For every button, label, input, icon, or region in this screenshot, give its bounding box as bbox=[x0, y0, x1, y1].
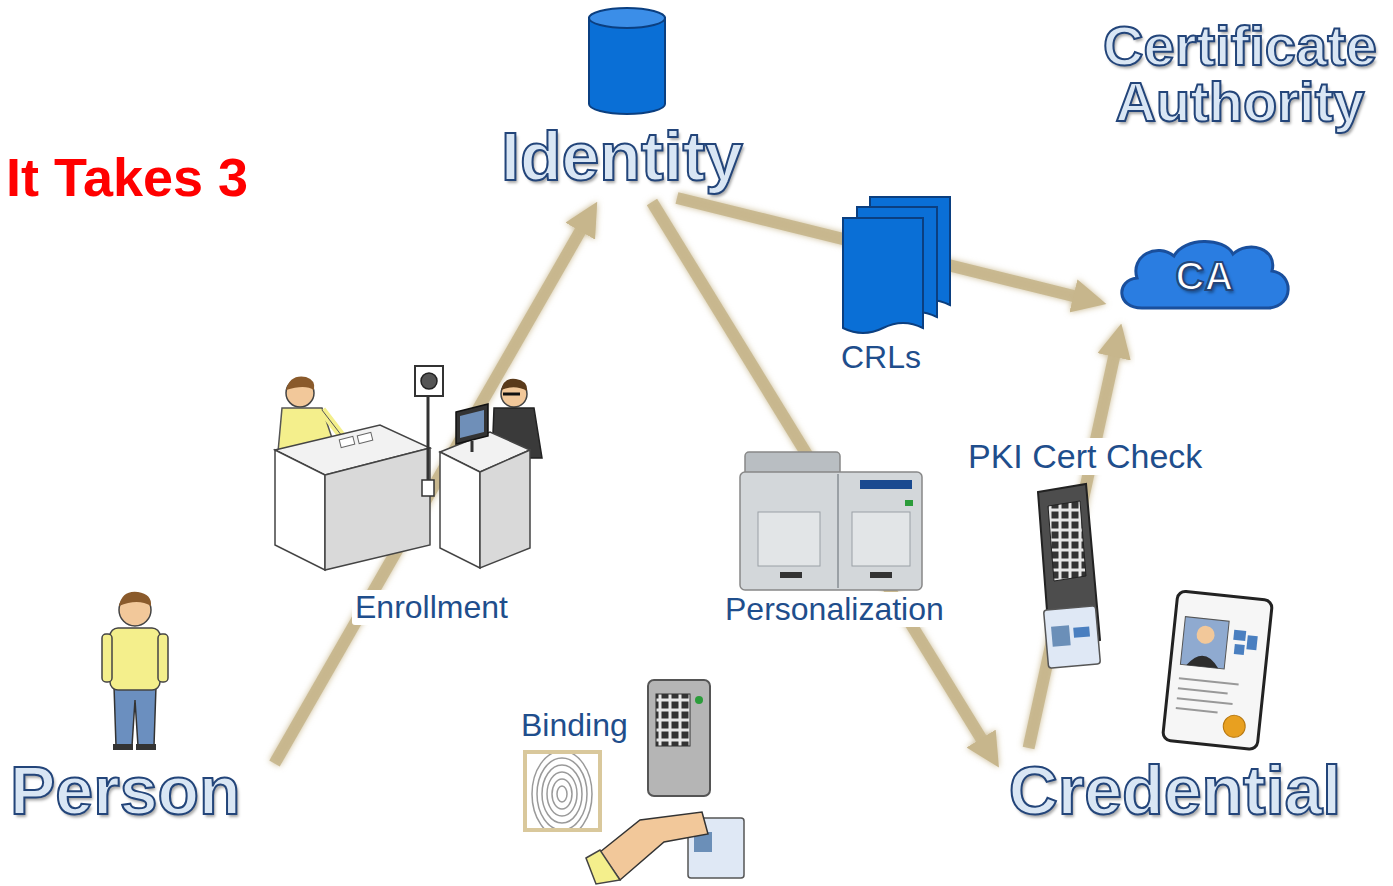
id-card-part bbox=[1222, 714, 1246, 738]
edge-label: Binding bbox=[518, 708, 631, 743]
node-title: Person bbox=[10, 756, 241, 824]
database-icon-part bbox=[589, 8, 665, 28]
fingerprint-part-part bbox=[557, 786, 567, 802]
flow-arrow bbox=[275, 219, 588, 763]
title: It Takes 3 bbox=[6, 148, 248, 207]
enrollment-scene-part bbox=[471, 441, 474, 452]
title-node: Certificate AuthorityCA bbox=[1090, 14, 1390, 134]
biometric-reader-part bbox=[648, 680, 710, 796]
title-node: Credential bbox=[1005, 752, 1346, 828]
database-icon bbox=[589, 8, 665, 114]
id-card bbox=[1162, 591, 1272, 750]
biometric-reader-part bbox=[695, 696, 703, 704]
enrollment-scene-part bbox=[440, 452, 480, 568]
id-card-part bbox=[1180, 617, 1229, 669]
enrollment-scene-part bbox=[427, 396, 430, 492]
pki-card-reader bbox=[1038, 484, 1100, 668]
card-printer-part bbox=[837, 474, 839, 588]
fingerprint-part-part bbox=[532, 754, 592, 828]
pki-card-reader-part bbox=[1044, 606, 1101, 668]
flow-arrow bbox=[652, 202, 988, 750]
id-card-part bbox=[1233, 630, 1246, 641]
enrollment-scene-part bbox=[503, 393, 520, 396]
flow-arrow bbox=[1029, 344, 1117, 748]
flow-arrow bbox=[295, 792, 995, 804]
person-figure-part bbox=[136, 744, 156, 750]
enrollment-scene-part bbox=[357, 432, 373, 443]
card-printer bbox=[740, 452, 922, 590]
person-figure-part bbox=[158, 634, 168, 682]
card-printer-part bbox=[758, 512, 820, 566]
edge-label: CRLs bbox=[838, 340, 924, 375]
id-card-part bbox=[1234, 644, 1245, 655]
person-figure bbox=[102, 592, 168, 750]
id-card-part bbox=[1196, 625, 1216, 645]
enrollment-scene-part bbox=[456, 404, 488, 444]
node-title: Credential bbox=[1009, 756, 1342, 824]
fingerprint-part-part bbox=[552, 779, 572, 809]
fingerprint-part-part bbox=[537, 758, 587, 828]
id-card-part bbox=[1246, 635, 1257, 650]
person-figure-part bbox=[113, 744, 133, 750]
fingerprint-part bbox=[532, 754, 592, 828]
edge-label: Enrollment bbox=[352, 590, 511, 625]
id-card-part bbox=[1176, 708, 1218, 712]
fingerprint bbox=[525, 751, 600, 837]
node-title: Certificate Authority bbox=[1094, 18, 1386, 130]
title-node: Identity bbox=[497, 118, 747, 194]
fingerprint-part-part bbox=[542, 765, 582, 823]
biometric-reader-part bbox=[586, 850, 620, 884]
card-printer-part bbox=[860, 480, 912, 489]
fingerprint-part bbox=[525, 752, 600, 830]
biometric-reader-part bbox=[600, 812, 708, 880]
card-printer-part bbox=[870, 572, 892, 578]
enrollment-scene-part bbox=[415, 366, 443, 396]
person-figure-part bbox=[102, 634, 112, 682]
crl-documents-part bbox=[843, 218, 923, 333]
card-printer-part bbox=[905, 500, 913, 506]
node-title: Identity bbox=[501, 122, 743, 190]
enrollment-scene-part bbox=[501, 379, 527, 391]
pki-card-reader-part bbox=[1073, 626, 1090, 637]
enrollment-scene-part bbox=[275, 450, 325, 570]
pki-card-reader-part bbox=[1051, 625, 1071, 646]
database-icon-part bbox=[589, 18, 665, 114]
person-figure-part bbox=[114, 686, 156, 746]
enrollment-scene-part bbox=[460, 410, 484, 438]
id-card-part bbox=[1186, 654, 1219, 668]
id-card-part bbox=[1162, 591, 1272, 750]
enrollment-scene-part bbox=[422, 480, 434, 496]
enrollment-scene bbox=[275, 366, 542, 570]
person-figure-part bbox=[110, 628, 160, 690]
enrollment-scene-part bbox=[339, 436, 355, 447]
enrollment-scene-part bbox=[286, 377, 314, 390]
connector-group bbox=[275, 198, 1117, 798]
cloud-label: CA bbox=[1112, 236, 1297, 316]
title-node: Person bbox=[6, 752, 245, 828]
cloud-node: CA bbox=[1112, 236, 1297, 316]
edge-label: Personalization bbox=[722, 592, 947, 627]
enrollment-scene-part bbox=[480, 450, 530, 568]
fingerprint-part-part bbox=[547, 772, 577, 816]
biometric-reader-part bbox=[656, 694, 690, 746]
enrollment-scene-part bbox=[421, 373, 437, 389]
pki-card-reader-part bbox=[1048, 501, 1086, 581]
enrollment-scene-part bbox=[325, 448, 430, 570]
person-figure-part bbox=[119, 592, 151, 606]
edge-label: PKI Cert Check bbox=[965, 438, 1205, 475]
card-printer-part bbox=[780, 572, 802, 578]
id-card-part bbox=[1179, 678, 1239, 684]
card-printer-part bbox=[740, 472, 922, 590]
crl-documents bbox=[843, 197, 950, 333]
id-card-part bbox=[1178, 688, 1228, 693]
card-printer-part bbox=[852, 512, 910, 566]
id-card-part bbox=[1177, 698, 1233, 704]
